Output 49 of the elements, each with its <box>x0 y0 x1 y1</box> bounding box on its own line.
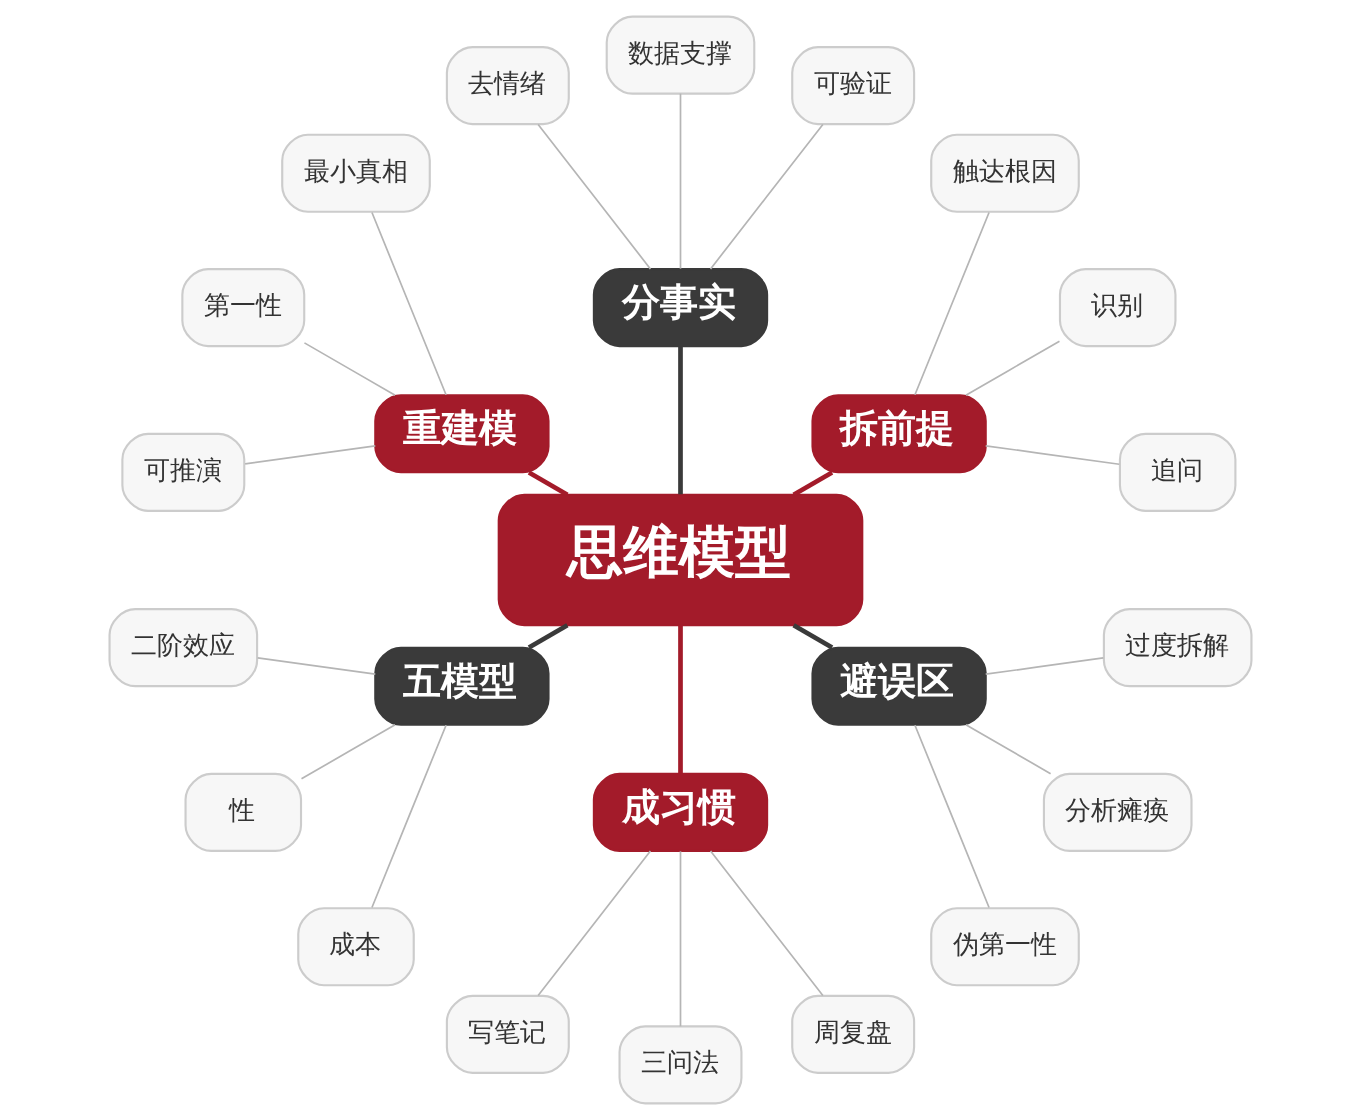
node-box: 成习惯 <box>592 772 768 852</box>
node-box: 追问 <box>1118 432 1236 512</box>
node-box: 数据支撑 <box>605 15 755 95</box>
node-box: 去情绪 <box>445 46 570 126</box>
node-box: 成本 <box>296 907 415 987</box>
connector <box>913 211 990 396</box>
node-box: 识别 <box>1058 268 1176 348</box>
node-box: 拆前提 <box>810 394 987 474</box>
node-box: 可验证 <box>790 46 915 126</box>
connector <box>243 444 376 465</box>
connector <box>527 470 569 497</box>
node-box: 分事实 <box>592 268 768 348</box>
node-box: 思维模型 <box>497 493 863 627</box>
connector <box>984 657 1104 676</box>
node-box: 最小真相 <box>280 133 431 213</box>
connector <box>536 850 651 997</box>
node-box: 三问法 <box>618 1025 742 1105</box>
connector <box>256 657 376 676</box>
connector <box>964 723 1051 775</box>
node-box: 性 <box>184 772 302 852</box>
connector <box>964 340 1060 397</box>
connector <box>527 623 569 650</box>
connector <box>791 623 833 650</box>
node-box: 伪第一性 <box>929 907 1080 987</box>
connector <box>679 850 681 1028</box>
connector <box>913 724 990 909</box>
node-box: 避误区 <box>810 646 987 726</box>
connector <box>709 850 824 997</box>
node-box: 可推演 <box>120 432 245 512</box>
node-box: 周复盘 <box>790 994 915 1074</box>
node-box: 触达根因 <box>929 133 1080 213</box>
connector <box>300 723 396 780</box>
node-box: 五模型 <box>373 646 550 726</box>
connector <box>677 625 683 774</box>
connector <box>709 123 824 270</box>
connector <box>536 123 651 270</box>
node-box: 过度拆解 <box>1102 608 1252 688</box>
connector <box>679 92 681 270</box>
connector <box>370 724 447 909</box>
connector <box>677 346 683 495</box>
node-box: 二阶效应 <box>108 608 258 688</box>
connector <box>303 342 396 397</box>
node-box: 写笔记 <box>445 994 570 1074</box>
connector <box>791 470 833 497</box>
node-box: 第一性 <box>180 268 305 348</box>
node-box: 重建模 <box>373 394 550 474</box>
connector <box>370 211 447 396</box>
connector <box>984 444 1120 466</box>
node-box: 分析瘫痪 <box>1042 772 1193 852</box>
